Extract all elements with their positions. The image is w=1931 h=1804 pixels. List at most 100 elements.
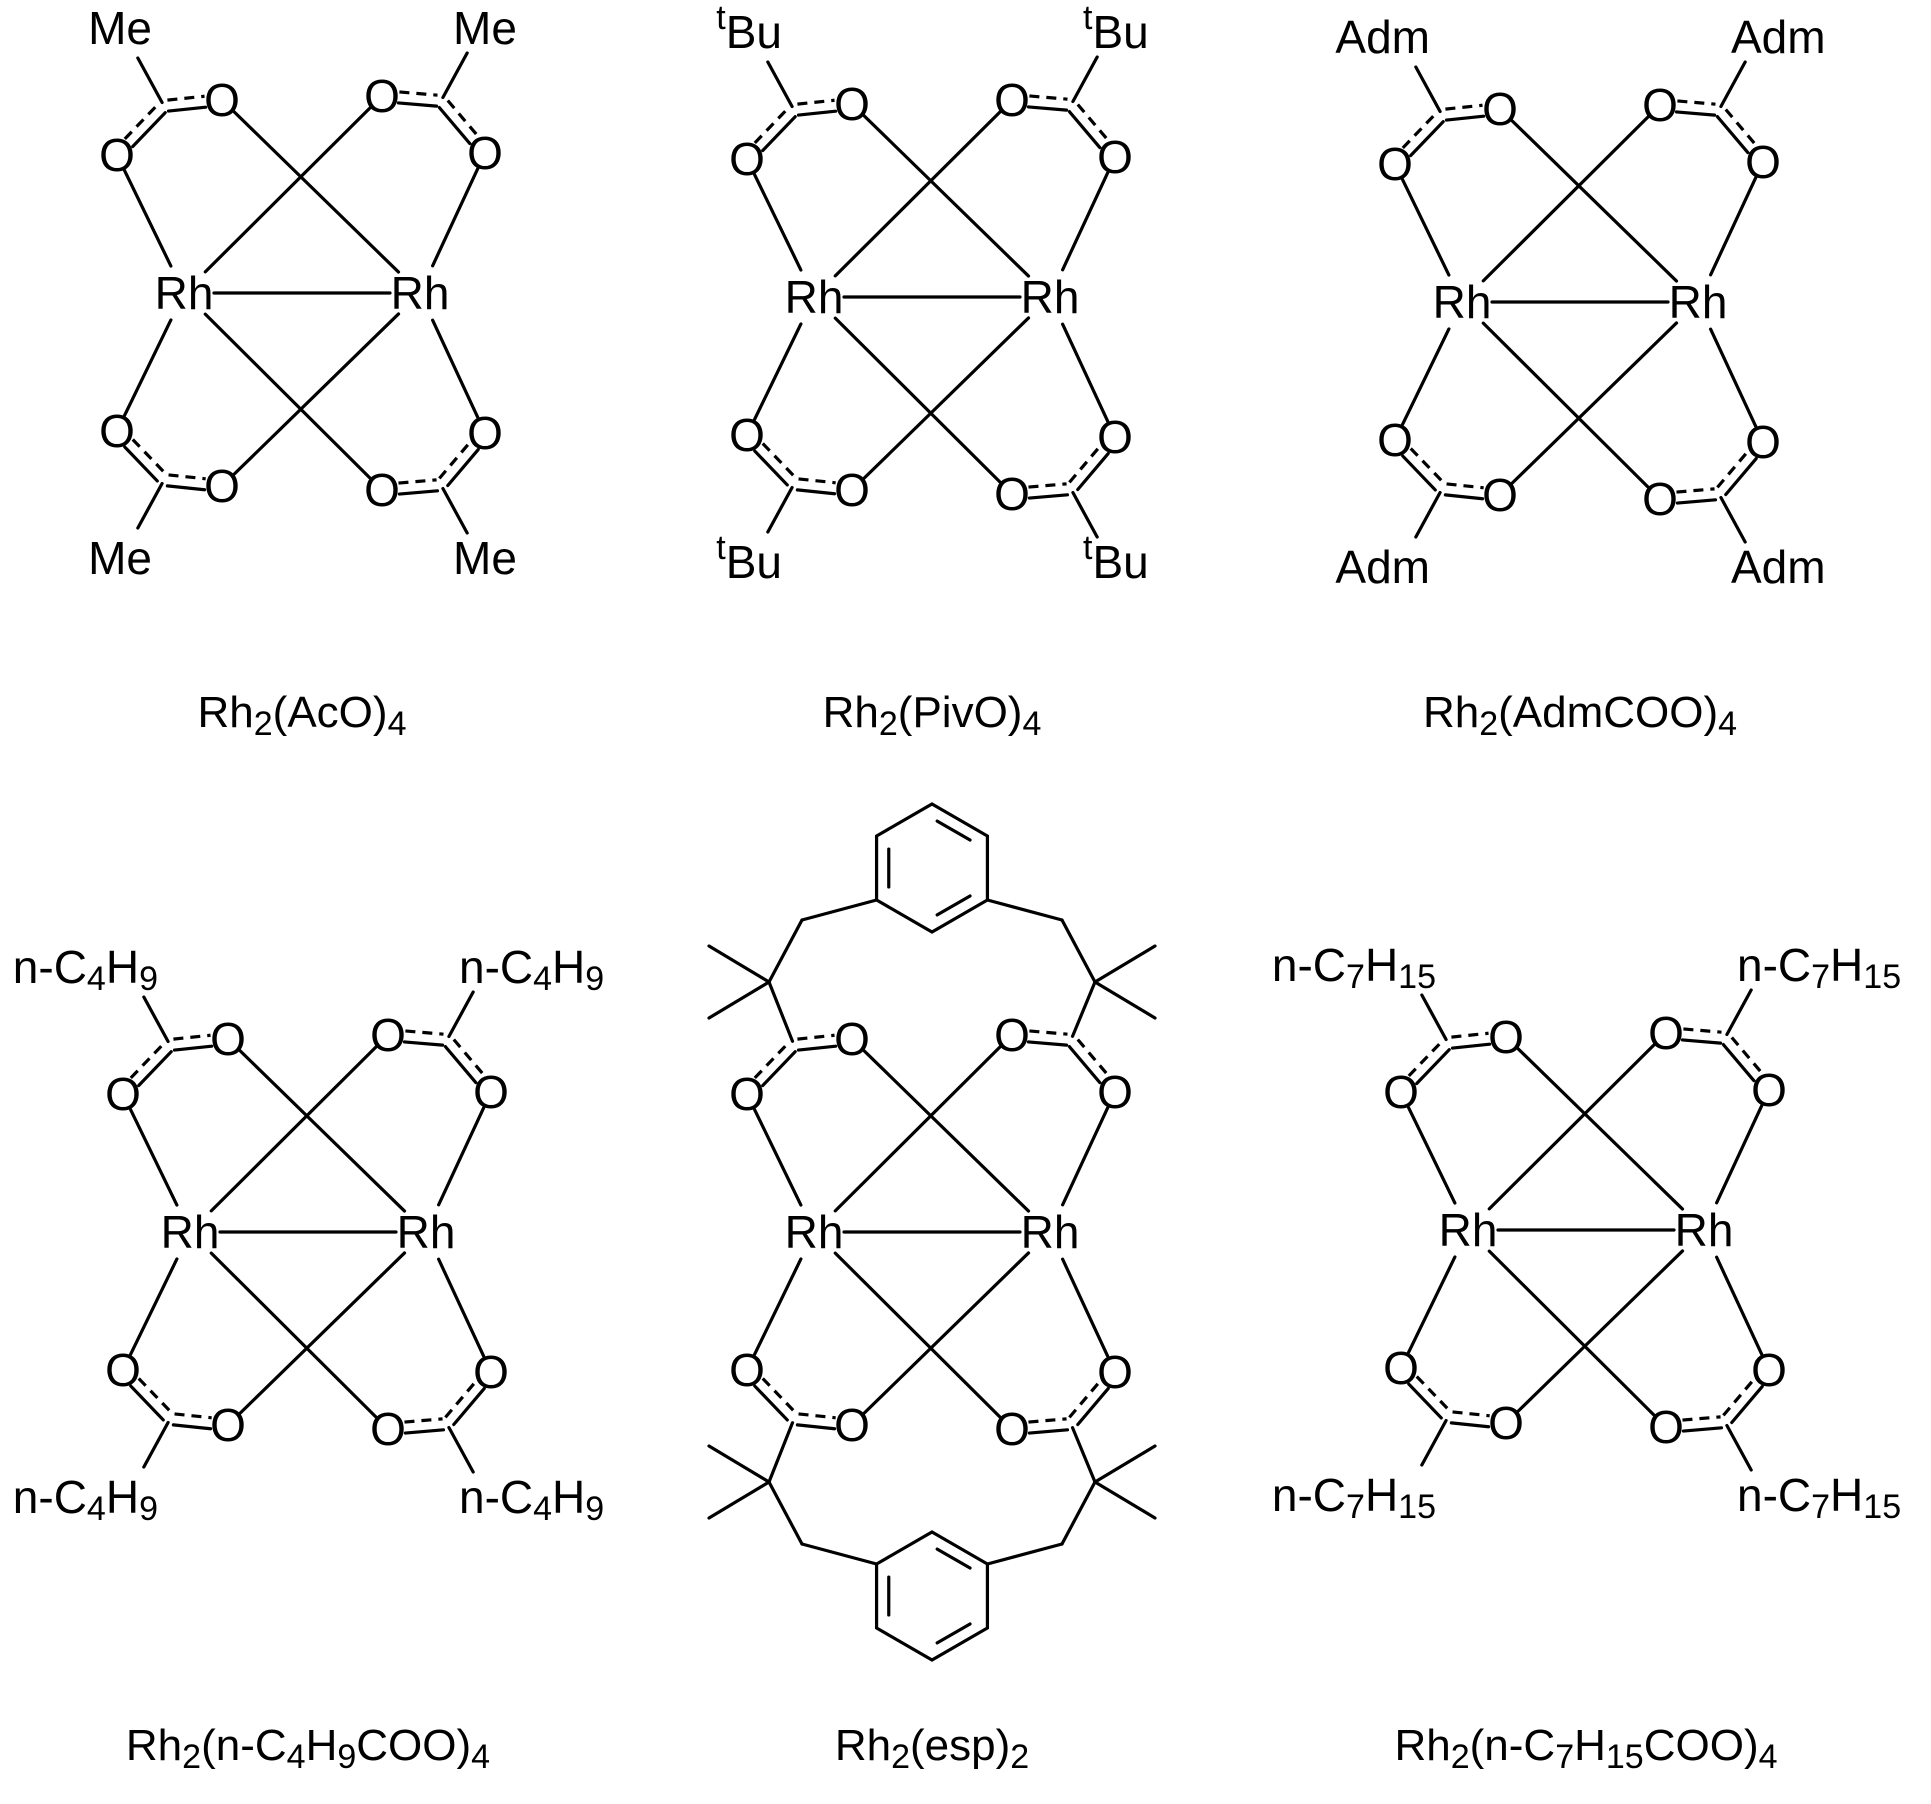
oxygen-atom: O [364, 70, 400, 122]
substituent-label-part: 9 [585, 1490, 604, 1528]
rhodium-atom: Rh [1669, 276, 1728, 328]
compound-caption-part: (PivO) [898, 688, 1023, 737]
compound-caption-part: 2 [1451, 1738, 1470, 1776]
compound-caption: Rh2(AdmCOO)4 [1423, 688, 1737, 744]
substituent-label: tBu [716, 0, 782, 58]
carboxylate-bond-solid [761, 115, 797, 153]
substituent-label-part: Me [453, 532, 517, 584]
bond-line [1709, 175, 1758, 277]
methylene-bond [1060, 1480, 1097, 1546]
substituent-label: Adm [1335, 541, 1430, 593]
rhodium-atom: Rh [391, 267, 450, 319]
substituent-label-part: Adm [1731, 11, 1826, 63]
oxygen-atom: O [467, 407, 503, 459]
carboxylate-bond-solid [761, 1050, 797, 1088]
methyl-bond [1093, 1444, 1157, 1484]
compound-caption-part: 2 [254, 705, 273, 743]
carboxylate-bond-solid [1407, 1382, 1443, 1420]
compound-caption-part: 4 [287, 1738, 306, 1776]
carboxylate-bond-solid [1681, 1426, 1724, 1433]
bond-line [766, 485, 794, 534]
carboxylate-bond-dashed [1676, 487, 1715, 494]
carboxylate-bond-dashed [1716, 450, 1750, 489]
bond-line [447, 990, 475, 1039]
carboxylate-bond-dashed [761, 442, 797, 479]
substituent-label: tBu [716, 529, 782, 588]
carboxylate-bond-solid [129, 1384, 165, 1422]
carboxylate-bond-solid [1680, 1038, 1723, 1045]
benzene-ring [874, 1530, 990, 1662]
carboxylate-bond-dashed [168, 473, 206, 481]
oxygen-atom: O [473, 1066, 509, 1118]
bond-line [752, 172, 803, 272]
oxygen-atom: O [1745, 136, 1781, 188]
rhodium-atom: Rh [1675, 1204, 1734, 1256]
compound-caption-part: (AdmCOO) [1498, 688, 1718, 737]
carboxylate-bond-dashed [131, 438, 167, 475]
compound-caption-part: 2 [879, 705, 898, 743]
substituent-label-part: 9 [585, 960, 604, 998]
oxygen-atom: O [834, 1013, 870, 1065]
carboxylate-bond-solid [796, 1044, 838, 1052]
substituent-label: Adm [1335, 11, 1430, 63]
substituent-label-part: H [1830, 939, 1863, 991]
bond-line [437, 1105, 486, 1207]
bond-line [1725, 1423, 1753, 1472]
carboxylate-bond-dashed [753, 1042, 789, 1080]
bond-line [431, 318, 480, 420]
bond-line [1510, 321, 1679, 485]
bond-line [122, 318, 173, 418]
carboxylate-bond-dashed [1076, 1038, 1110, 1077]
substituent-label-part: 15 [1863, 1488, 1901, 1526]
carboxylate-bond-solid [1721, 1043, 1756, 1083]
bond-line [209, 1045, 378, 1213]
bond-line [431, 166, 480, 268]
compound-caption-part: 7 [1555, 1738, 1574, 1776]
bond-line [128, 1257, 179, 1357]
carboxylate-bond-solid [1730, 1384, 1764, 1425]
carboxylate-bond-solid [1675, 498, 1718, 505]
carboxylate-bond-solid [1415, 1048, 1451, 1086]
methylene-bond [1060, 918, 1097, 984]
methylene-bond [767, 918, 804, 984]
bond-line [1481, 115, 1650, 283]
aryl-bond [800, 898, 879, 922]
bond-line [1516, 1047, 1685, 1211]
substituent-label: tBu [1083, 0, 1149, 58]
oxygen-atom: O [834, 1399, 870, 1451]
oxygen-atom: O [729, 1068, 765, 1120]
substituent-label: n-C7H15 [1737, 939, 1901, 996]
substituent-label-part: n-C [13, 941, 87, 993]
compound-caption-part: Rh [198, 688, 254, 737]
substituent-label: n-C4H9 [13, 941, 158, 998]
compound-caption-part: (n-C [1470, 1721, 1556, 1770]
substituent-label-part: 7 [1811, 1488, 1830, 1526]
aromatic-double-bond [935, 894, 972, 917]
compound-caption-part: 2 [1479, 705, 1498, 743]
carboxylate-bond-solid [1076, 1386, 1110, 1427]
methyl-bond [1093, 1480, 1157, 1520]
substituent-label-part: 9 [139, 1490, 158, 1528]
rhodium-atom: Rh [161, 1206, 220, 1258]
carboxylate-bond-dashed [1407, 1040, 1443, 1078]
substituent-label-part: n-C [1272, 1469, 1346, 1521]
compound-caption-part: 4 [1759, 1738, 1778, 1776]
compound-caption: Rh2(n-C7H15COO)4 [1394, 1721, 1777, 1777]
substituent-label-part: n-C [1737, 939, 1811, 991]
bond-line [441, 486, 469, 535]
bond-line [1420, 993, 1448, 1042]
compound-caption: Rh2(AcO)4 [198, 688, 407, 744]
aromatic-double-bond [935, 1622, 972, 1645]
compound-caption-part: 4 [388, 705, 407, 743]
carboxylate-bond-solid [172, 1044, 214, 1052]
substituent-label-part: n-C [459, 941, 533, 993]
carboxylate-bond-solid [171, 1423, 213, 1431]
bond-line [1061, 170, 1110, 272]
carboxylate-bond-solid [1443, 493, 1485, 501]
aryl-bond [985, 1542, 1064, 1566]
bond-line [1071, 55, 1099, 104]
bond-line [1400, 327, 1451, 427]
oxygen-atom: O [204, 74, 240, 126]
bond-line [1070, 980, 1097, 1038]
